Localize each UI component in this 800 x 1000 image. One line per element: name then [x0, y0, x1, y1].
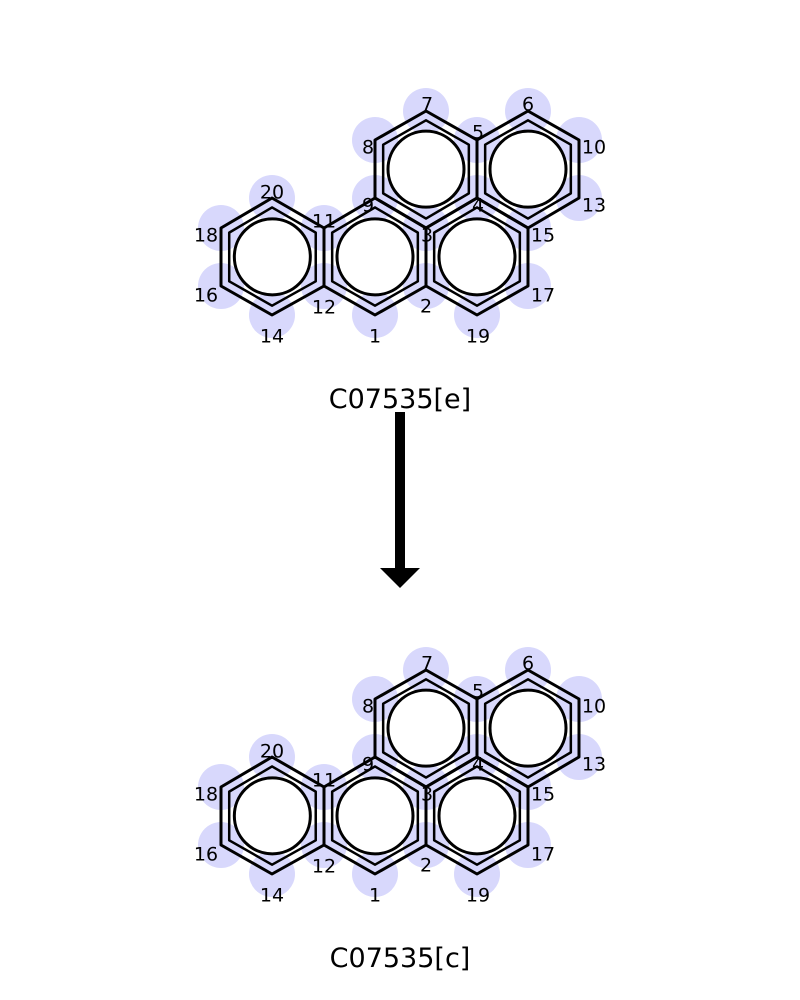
atom-label-16: 16 [194, 285, 218, 307]
atom-label-8: 8 [362, 137, 374, 159]
ring-1-inner-bonds [227, 765, 317, 866]
ring-3-inner-bonds [432, 206, 522, 307]
atom-label-12: 12 [312, 297, 336, 319]
atom-label-5: 5 [472, 681, 484, 703]
atom-label-15: 15 [531, 225, 555, 247]
atom-label-6: 6 [522, 94, 534, 116]
atom-label-15: 15 [531, 784, 555, 806]
ring-5-aromatic-circle [488, 129, 568, 209]
ring-2-inner-bonds [330, 765, 420, 866]
ring-5-inner-bonds [483, 678, 573, 779]
aromatic-rings [232, 688, 568, 856]
reaction-arrow-head [380, 568, 420, 588]
atom-label-18: 18 [194, 784, 218, 806]
atom-label-10: 10 [582, 137, 606, 159]
atom-label-2: 2 [420, 855, 432, 877]
atom-label-13: 13 [582, 195, 606, 217]
ring-5-bonds [475, 109, 581, 230]
molecule-name-reactant: C07535[e] [329, 384, 471, 415]
ring-1-aromatic-circle [232, 776, 312, 856]
bond-lines [219, 109, 581, 317]
atom-label-19: 19 [466, 885, 490, 907]
aromatic-rings [232, 129, 568, 297]
atom-label-19: 19 [466, 326, 490, 348]
atom-label-3: 3 [421, 225, 433, 247]
ring-3-aromatic-circle [437, 217, 517, 297]
ring-2-aromatic-circle [335, 776, 415, 856]
ring-5-inner-bonds [483, 119, 573, 220]
atom-label-9: 9 [362, 754, 374, 776]
atom-label-4: 4 [472, 754, 484, 776]
ring-2-aromatic-circle [335, 217, 415, 297]
atom-label-13: 13 [582, 754, 606, 776]
ring-5-aromatic-circle [488, 688, 568, 768]
ring-3-aromatic-circle [437, 776, 517, 856]
atom-label-7: 7 [421, 94, 433, 116]
atom-label-11: 11 [312, 770, 336, 792]
ring-1-inner-bonds [227, 206, 317, 307]
ring-5-bonds [475, 668, 581, 789]
ring-4-inner-bonds [381, 119, 471, 220]
molecule-name-product: C07535[c] [330, 943, 471, 974]
atom-label-20: 20 [260, 741, 284, 763]
atom-label-16: 16 [194, 844, 218, 866]
ring-4-inner-bonds [381, 678, 471, 779]
atom-label-8: 8 [362, 696, 374, 718]
reaction-arrow-shaft [395, 412, 405, 570]
atom-label-1: 1 [369, 326, 381, 348]
atom-label-14: 14 [260, 885, 284, 907]
atom-label-3: 3 [421, 784, 433, 806]
atom-label-11: 11 [312, 211, 336, 233]
atom-label-10: 10 [582, 696, 606, 718]
atom-label-4: 4 [472, 195, 484, 217]
ring-4-aromatic-circle [386, 129, 466, 209]
atom-label-12: 12 [312, 856, 336, 878]
atom-label-1: 1 [369, 885, 381, 907]
atom-label-6: 6 [522, 653, 534, 675]
atom-label-9: 9 [362, 195, 374, 217]
ring-4-aromatic-circle [386, 688, 466, 768]
reaction-arrow [380, 412, 420, 588]
atom-label-7: 7 [421, 653, 433, 675]
atom-label-2: 2 [420, 296, 432, 318]
ring-1-aromatic-circle [232, 217, 312, 297]
atom-label-20: 20 [260, 182, 284, 204]
ring-3-inner-bonds [432, 765, 522, 866]
atom-label-17: 17 [531, 285, 555, 307]
atom-label-18: 18 [194, 225, 218, 247]
ring-2-inner-bonds [330, 206, 420, 307]
atom-label-17: 17 [531, 844, 555, 866]
atom-label-5: 5 [472, 122, 484, 144]
atom-label-14: 14 [260, 326, 284, 348]
bond-lines [219, 668, 581, 876]
